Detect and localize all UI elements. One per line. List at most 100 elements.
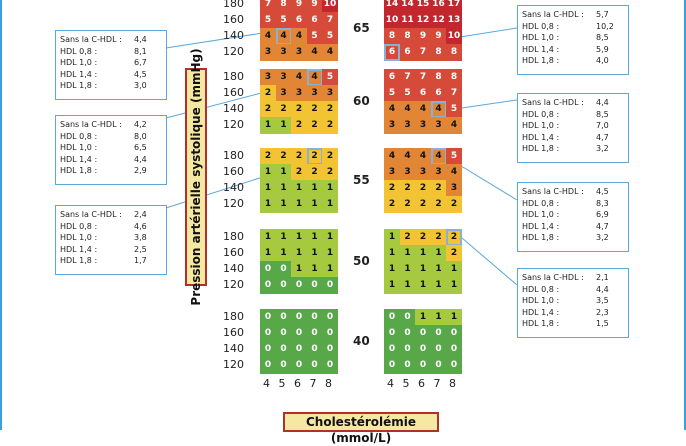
risk-cell: 6 <box>291 12 307 29</box>
risk-cell: 12 <box>415 12 431 29</box>
risk-cell: 2 <box>306 148 323 165</box>
hdl-info-row: HDL 1,0 :6,5 <box>60 142 162 154</box>
risk-cell: 1 <box>275 117 292 134</box>
hdl-info-value: 3,5 <box>596 296 609 306</box>
risk-cell: 1 <box>322 261 338 278</box>
risk-cell: 4 <box>399 101 416 118</box>
risk-cell: 1 <box>415 245 431 262</box>
risk-cell: 3 <box>260 69 276 86</box>
hdl-info-row: HDL 1,8 :3,2 <box>522 232 624 244</box>
risk-cell: 8 <box>399 28 416 45</box>
hdl-info-row: HDL 1,8 :4,0 <box>522 55 624 67</box>
pressure-tick: 180 <box>223 149 244 162</box>
risk-cell: 1 <box>415 261 431 278</box>
risk-cell: 4 <box>384 148 400 165</box>
risk-cell: 3 <box>275 85 292 102</box>
risk-cell: 2 <box>384 196 400 213</box>
y-axis-label: Pression artérielle systolique (mmHg) <box>185 48 207 306</box>
risk-cell: 1 <box>430 245 447 262</box>
pressure-tick: 140 <box>223 102 244 115</box>
risk-cell: 1 <box>430 309 447 326</box>
risk-cell: 4 <box>306 44 323 61</box>
hdl-info-value: 7,0 <box>596 121 609 131</box>
risk-cell: 0 <box>399 341 416 358</box>
risk-cell: 3 <box>291 85 307 102</box>
risk-cell: 1 <box>322 229 338 246</box>
pressure-tick: 160 <box>223 165 244 178</box>
risk-cell: 0 <box>260 277 276 294</box>
hdl-info-label: HDL 1,0 : <box>522 121 560 131</box>
hdl-info-label: HDL 1,8 : <box>522 319 560 329</box>
risk-cell: 10 <box>322 0 338 13</box>
cholesterol-tick: 4 <box>263 377 270 390</box>
hdl-info-label: HDL 1,0 : <box>60 58 98 68</box>
pressure-tick: 140 <box>223 262 244 275</box>
risk-cell: 1 <box>384 261 400 278</box>
hdl-info-label: HDL 0,8 : <box>60 46 98 56</box>
x-axis-label: Cholestérolémie (mmol/L) <box>283 412 439 445</box>
hdl-info-label: HDL 1,8 : <box>522 233 560 243</box>
hdl-info-label: HDL 1,0 : <box>522 210 560 220</box>
hdl-info-label: HDL 1,8 : <box>60 81 98 91</box>
risk-cell: 0 <box>430 325 447 342</box>
risk-cell: 0 <box>384 341 400 358</box>
pressure-tick: 120 <box>223 358 244 371</box>
risk-cell: 14 <box>399 0 416 13</box>
cholesterol-tick: 7 <box>433 377 441 390</box>
hdl-info-value: 4,7 <box>596 132 609 142</box>
pressure-tick: 140 <box>223 342 244 355</box>
risk-cell: 0 <box>384 309 400 326</box>
risk-cell: 2 <box>415 196 431 213</box>
risk-cell: 2 <box>260 101 276 118</box>
pressure-tick: 120 <box>223 278 244 291</box>
risk-cell: 0 <box>399 309 416 326</box>
risk-cell: 4 <box>260 28 276 45</box>
age-label: 55 <box>353 173 370 187</box>
risk-cell: 7 <box>415 69 431 86</box>
risk-cell: 0 <box>260 325 276 342</box>
risk-cell: 5 <box>322 69 338 86</box>
risk-cell: 3 <box>275 69 292 86</box>
hdl-info-label: HDL 1,0 : <box>60 233 98 243</box>
risk-cell: 0 <box>399 357 416 374</box>
risk-cell: 7 <box>322 12 338 29</box>
risk-cell: 2 <box>275 101 292 118</box>
risk-cell: 0 <box>275 309 292 326</box>
risk-cell: 0 <box>260 341 276 358</box>
risk-cell: 4 <box>446 117 462 134</box>
risk-cell: 10 <box>384 12 400 29</box>
risk-cell: 1 <box>430 261 447 278</box>
risk-cell: 6 <box>306 12 323 29</box>
pressure-tick: 120 <box>223 118 244 131</box>
risk-cell: 12 <box>430 12 447 29</box>
risk-cell: 2 <box>384 180 400 197</box>
hdl-info-row: HDL 0,8 :8,3 <box>522 198 624 210</box>
risk-cell: 3 <box>415 117 431 134</box>
hdl-info-row: HDL 1,4 :2,3 <box>522 307 624 319</box>
hdl-info-row: Sans la C-HDL :2,1 <box>522 272 624 284</box>
hdl-info-value: 2,4 <box>134 210 147 219</box>
risk-cell: 1 <box>384 277 400 294</box>
risk-cell: 0 <box>430 341 447 358</box>
risk-cell: 2 <box>446 196 462 213</box>
pressure-tick: 180 <box>223 70 244 83</box>
hdl-info-label: HDL 0,8 : <box>522 109 560 119</box>
risk-cell: 1 <box>291 180 307 197</box>
hdl-info-row: Sans la C-HDL :4,4 <box>60 34 162 46</box>
risk-cell: 0 <box>415 341 431 358</box>
risk-cell: 1 <box>306 180 323 197</box>
risk-cell: 1 <box>275 180 292 197</box>
hdl-info-row: Sans la C-HDL :4,4 <box>522 97 624 109</box>
hdl-info-value: 8,5 <box>596 33 609 43</box>
risk-cell: 1 <box>275 245 292 262</box>
hdl-info-label: HDL 1,0 : <box>60 143 98 153</box>
risk-cell: 1 <box>322 245 338 262</box>
risk-cell: 4 <box>275 28 292 45</box>
hdl-info-label: HDL 0,8 : <box>60 131 98 141</box>
risk-cell: 2 <box>275 148 292 165</box>
risk-cell: 3 <box>322 85 338 102</box>
risk-cell: 7 <box>446 85 462 102</box>
risk-cell: 4 <box>291 69 307 86</box>
risk-cell: 9 <box>415 28 431 45</box>
risk-cell: 1 <box>306 229 323 246</box>
